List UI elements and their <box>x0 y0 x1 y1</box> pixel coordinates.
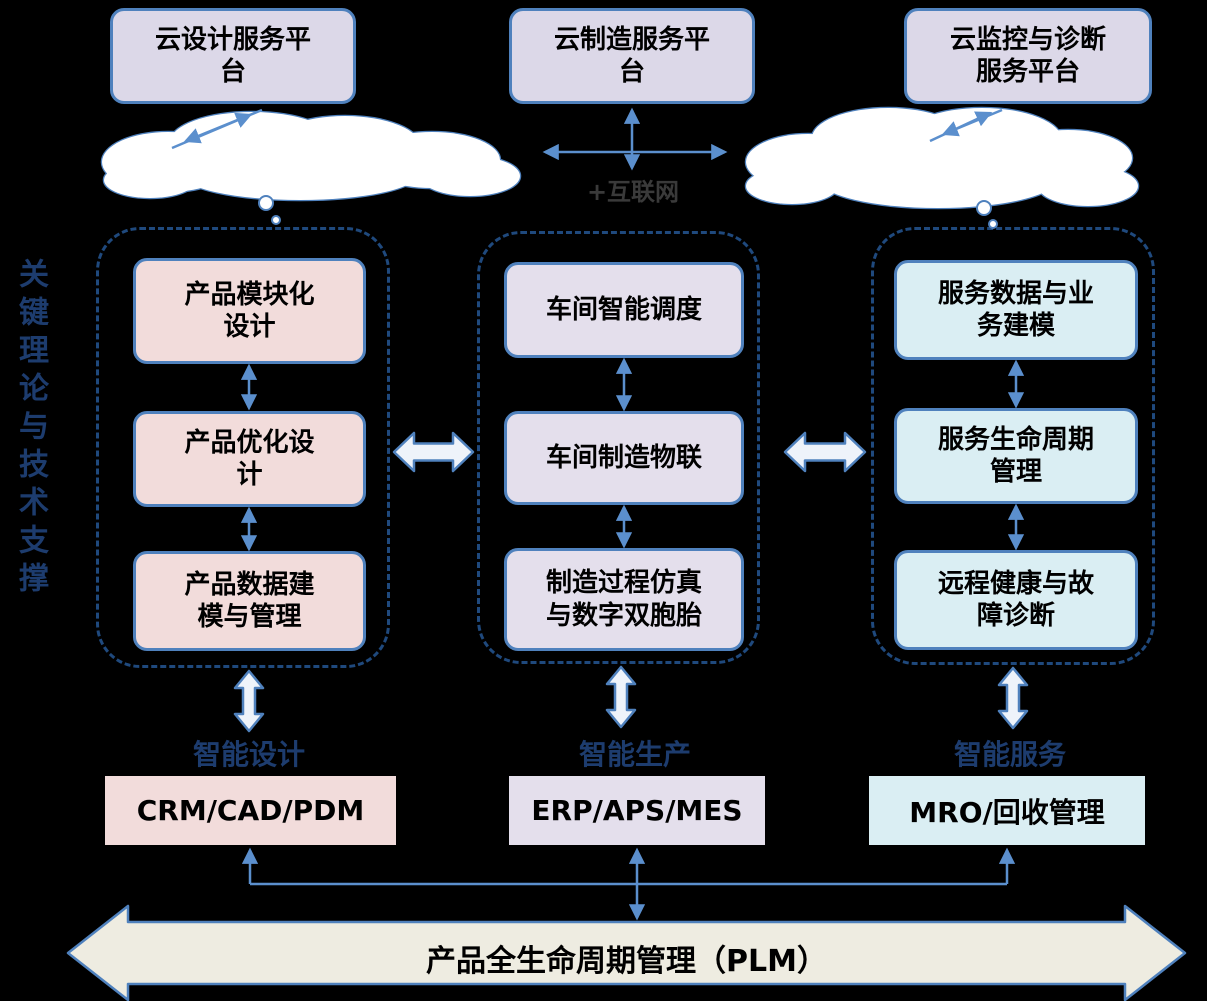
tag-smart-design: 智能设计 <box>192 738 305 771</box>
platform-box-cloud-design: 云设计服务平台 <box>110 8 356 104</box>
dashed-container-design <box>96 227 390 668</box>
top-arrows <box>171 107 1003 171</box>
side-caption: 关键理论与技术支撑 <box>13 258 48 600</box>
module-box-service-data-modeling: 服务数据与业务建模 <box>894 260 1138 360</box>
tag-smart-production: 智能生产 <box>578 738 691 771</box>
column-arrows <box>240 357 1025 552</box>
platform-box-cloud-manufacturing: 云制造服务平台 <box>509 8 755 104</box>
platform-box-cloud-monitoring: 云监控与诊断服务平台 <box>904 8 1152 104</box>
horizontal-block-arrows <box>392 431 867 473</box>
plm-block-arrow <box>66 904 1187 1001</box>
module-box-product-optimized-design: 产品优化设计 <box>133 411 366 507</box>
tag-smart-service: 智能服务 <box>953 738 1066 771</box>
cloud-left-icon <box>100 110 522 225</box>
internet-label: +互联网 <box>586 178 680 206</box>
module-box-workshop-iot: 车间制造物联 <box>504 411 744 505</box>
bottom-connectors <box>241 847 1016 921</box>
module-box-process-simulation-twin: 制造过程仿真与数字双胞胎 <box>504 548 744 651</box>
system-box-crm-cad-pdm: CRM/CAD/PDM <box>105 776 396 845</box>
module-box-product-modular-design: 产品模块化设计 <box>133 258 366 364</box>
cloud-right-icon <box>744 106 1140 229</box>
module-box-product-data-modeling: 产品数据建模与管理 <box>133 551 366 651</box>
module-box-remote-health-diagnosis: 远程健康与故障诊断 <box>894 550 1138 650</box>
system-box-mro-recycling: MRO/回收管理 <box>869 776 1145 845</box>
dashed-container-service <box>871 227 1155 665</box>
system-box-erp-aps-mes: ERP/APS/MES <box>509 776 765 845</box>
module-box-workshop-scheduling: 车间智能调度 <box>504 262 744 358</box>
dashed-container-production <box>477 231 760 664</box>
plm-label: 产品全生命周期管理（PLM） <box>426 944 827 979</box>
vertical-block-arrows <box>233 665 1029 733</box>
module-box-service-lifecycle: 服务生命周期管理 <box>894 408 1138 504</box>
